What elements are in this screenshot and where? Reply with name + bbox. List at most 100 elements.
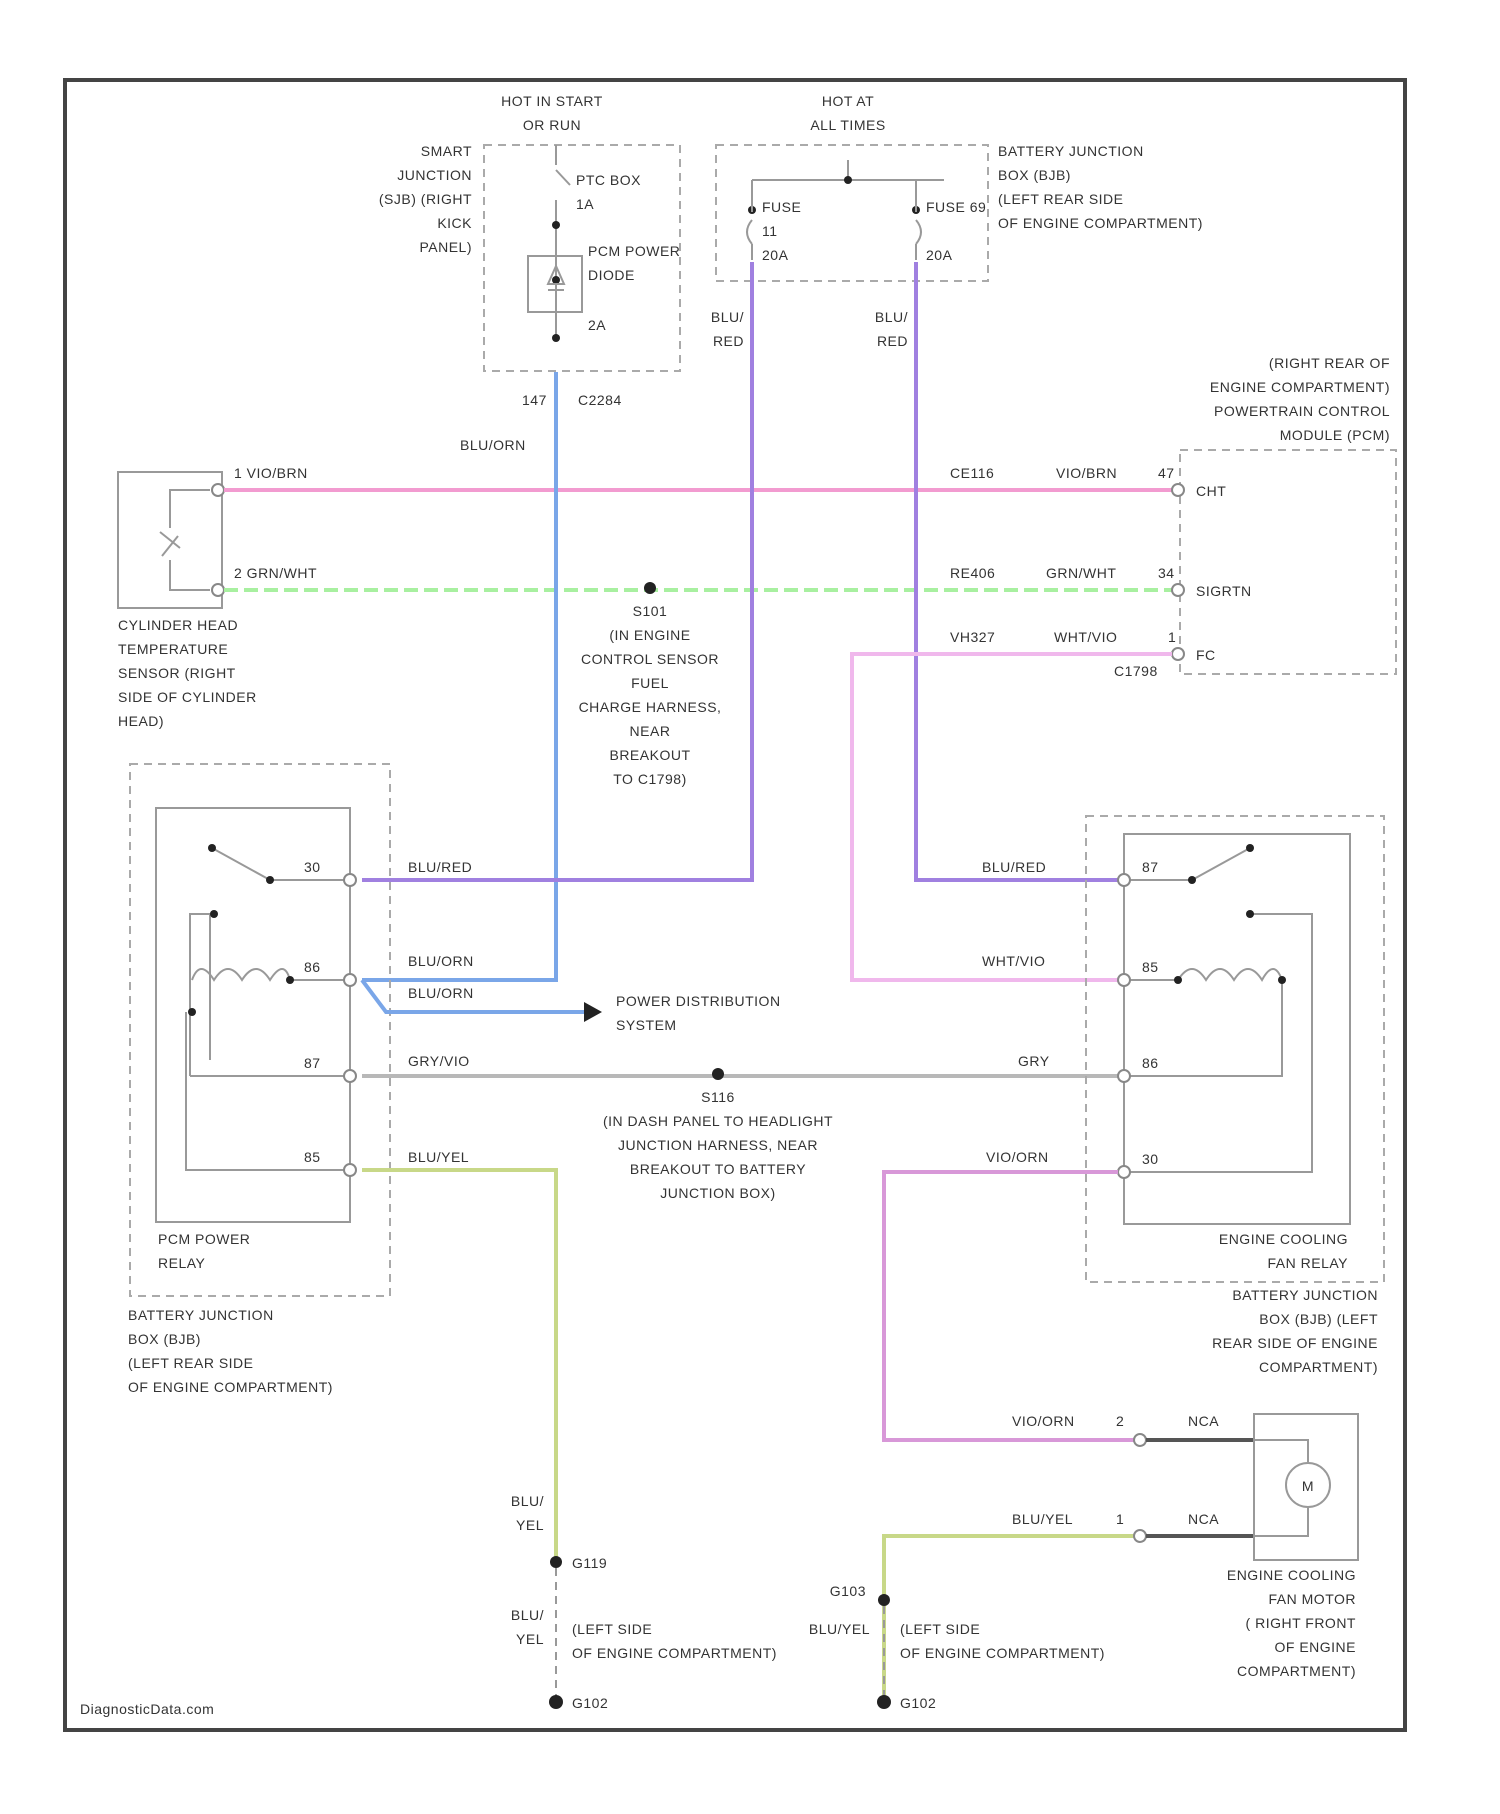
relay-node [208, 844, 216, 852]
pcm-relay-85: 85 [304, 1149, 321, 1165]
blu-orn-86a-label: BLU/ORN [408, 953, 474, 969]
pcm-relay-pin-30 [344, 874, 356, 886]
sjb-pin-147: 147 [522, 392, 547, 408]
pcm-fc-label: FC [1196, 647, 1216, 663]
relay-node [210, 910, 218, 918]
fuse-11-amp: 20A [762, 247, 789, 263]
pcm-sigrtn-label: SIGRTN [1196, 583, 1252, 599]
fuse-69-label: FUSE 69 [926, 199, 986, 215]
blu-yel-right-label: BLU/YEL [809, 1621, 870, 1637]
pcm-pin-fc [1172, 648, 1184, 660]
grn-wht-right-label: GRN/WHT [1046, 565, 1116, 581]
motor-conn-2 [1134, 1434, 1146, 1446]
g102b-label: G102 [900, 1695, 936, 1711]
g103-node [878, 1594, 890, 1606]
motor-conn-1 [1134, 1530, 1146, 1542]
blu-orn-86b-label: BLU/ORN [408, 985, 474, 1001]
sjb-ptc-switch [556, 145, 570, 340]
blu-yel-85-label: BLU/YEL [408, 1149, 469, 1165]
sjb-node [552, 334, 560, 342]
blu-red-right-label: BLU/RED [875, 309, 908, 349]
g119-node [550, 1556, 562, 1568]
c1798-label: C1798 [1114, 663, 1158, 679]
pcm-pin-1: 1 [1168, 629, 1176, 645]
pcm-relay-pin-85 [344, 1164, 356, 1176]
vio-orn-30-label: VIO/ORN [986, 1149, 1049, 1165]
wire-vio-brn-label: 1 VIO/BRN [234, 465, 308, 481]
bjb-right-box [1086, 816, 1384, 1282]
pcm-pin-47: 47 [1158, 465, 1175, 481]
relay-node [1188, 876, 1196, 884]
diagram-frame [65, 80, 1405, 1730]
relay-node [266, 876, 274, 884]
re406-label: RE406 [950, 565, 995, 581]
bjb-node [844, 176, 852, 184]
motor-pin-2: 2 [1116, 1413, 1124, 1429]
fan-relay-pin-86 [1118, 1070, 1130, 1082]
relay-node [1246, 910, 1254, 918]
splice-s116-label: S116(IN DASH PANEL TO HEADLIGHTJUNCTION … [603, 1089, 833, 1201]
nca-1-label: NCA [1188, 1413, 1219, 1429]
cht-pin-2 [212, 584, 224, 596]
wire-blu-yel-right [884, 1536, 1134, 1700]
fuse-11 [747, 180, 752, 260]
fan-relay-label: ENGINE COOLINGFAN RELAY [1219, 1231, 1348, 1271]
fuse-69-amp: 20A [926, 247, 953, 263]
relay-node [1278, 976, 1286, 984]
nca-2-label: NCA [1188, 1511, 1219, 1527]
pcm-relay-pin-87 [344, 1070, 356, 1082]
wire-grn-wht-label: 2 GRN/WHT [234, 565, 317, 581]
blu-yel-left2-label: BLU/YEL [511, 1607, 544, 1647]
relay-node [1246, 844, 1254, 852]
vio-brn-right-label: VIO/BRN [1056, 465, 1117, 481]
g102-label: G102 [572, 1695, 608, 1711]
wire-vio-orn [884, 1172, 1134, 1440]
pcm-relay-87: 87 [304, 1055, 321, 1071]
gry-vio-label: GRY/VIO [408, 1053, 470, 1069]
ce116-label: CE116 [950, 465, 994, 481]
wht-vio-label: WHT/VIO [1054, 629, 1117, 645]
wht-vio-86-label: WHT/VIO [982, 953, 1045, 969]
blu-red-left-label: BLU/RED [711, 309, 744, 349]
sjb-connector-label: C2284 [578, 392, 622, 408]
fan-relay-87: 87 [1142, 859, 1159, 875]
fan-relay-pin-85 [1118, 974, 1130, 986]
splice-s101 [644, 582, 656, 594]
g102-node [549, 1695, 563, 1709]
fan-relay-85: 85 [1142, 959, 1159, 975]
pcm-pin-cht [1172, 484, 1184, 496]
relay-node [1174, 976, 1182, 984]
pcm-pin-sigrtn [1172, 584, 1184, 596]
thermistor-symbol [160, 490, 210, 590]
footer-watermark: DiagnosticData.com [80, 1701, 214, 1717]
cht-pin-1 [212, 484, 224, 496]
relay-node [286, 976, 294, 984]
blu-yel-left-label: BLU/YEL [511, 1493, 544, 1533]
g119-label: G119 [572, 1555, 607, 1571]
wire-blu-orn-vertical [362, 372, 556, 980]
pcm-relay-86: 86 [304, 959, 321, 975]
pcm-relay-switch [186, 848, 350, 1170]
fan-relay-86: 86 [1142, 1055, 1159, 1071]
fuse-69 [916, 180, 921, 260]
pcm-relay-pin-86 [344, 974, 356, 986]
blu-red-87-label: BLU/RED [982, 859, 1046, 875]
fan-relay-30: 30 [1142, 1151, 1159, 1167]
blu-red-30-label: BLU/RED [408, 859, 472, 875]
splice-s116 [712, 1068, 724, 1080]
fan-relay-switch [1124, 848, 1312, 1172]
sjb-node [552, 221, 560, 229]
relay-node [188, 1008, 196, 1016]
